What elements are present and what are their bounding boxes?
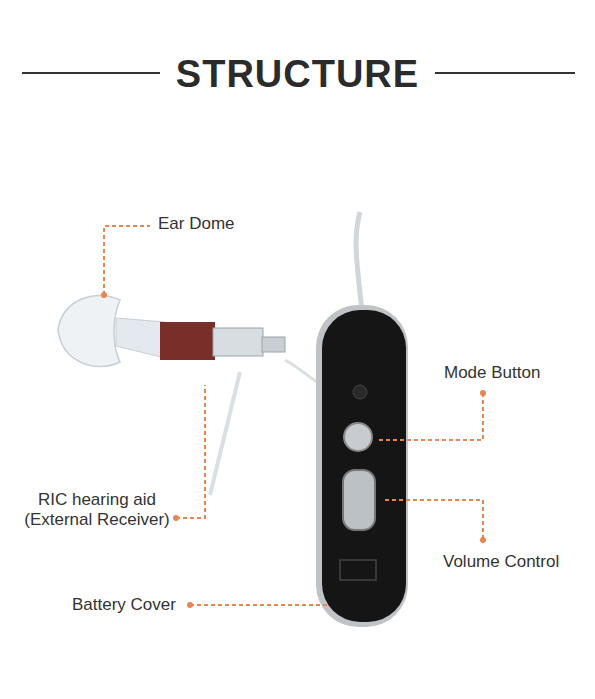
part-label: RIC hearing aid (External Receiver) [22,490,172,530]
receiver-wire [285,360,320,384]
leader-line [104,226,150,295]
housing-rim [316,305,408,627]
leader-dot [101,292,107,298]
title-rule [22,72,160,74]
leader-dot [173,515,179,521]
leader-dot [480,390,486,396]
housing [322,310,406,622]
microphone [353,385,367,399]
leader-line [190,604,330,606]
receiver-connector [213,328,263,356]
part-label: Volume Control [443,552,559,572]
part-label: Ear Dome [158,214,235,234]
part-label: Mode Button [444,363,540,383]
leader-dot [187,602,193,608]
leader-line [176,385,205,518]
receiver-wire [210,372,240,495]
mode-button [344,423,372,451]
title: STRUCTURE [160,52,435,96]
ear-dome-shape [58,295,120,366]
receiver-plug [262,337,285,352]
receiver-body [160,322,215,360]
part-label: Battery Cover [72,595,176,615]
title-rule [435,72,575,74]
sound-tube [356,212,362,312]
volume-slider [343,470,375,530]
dome-stem [116,318,165,358]
leader-line [376,393,483,440]
battery-cover [340,560,376,580]
leader-dot [480,537,486,543]
leader-line [385,500,483,540]
